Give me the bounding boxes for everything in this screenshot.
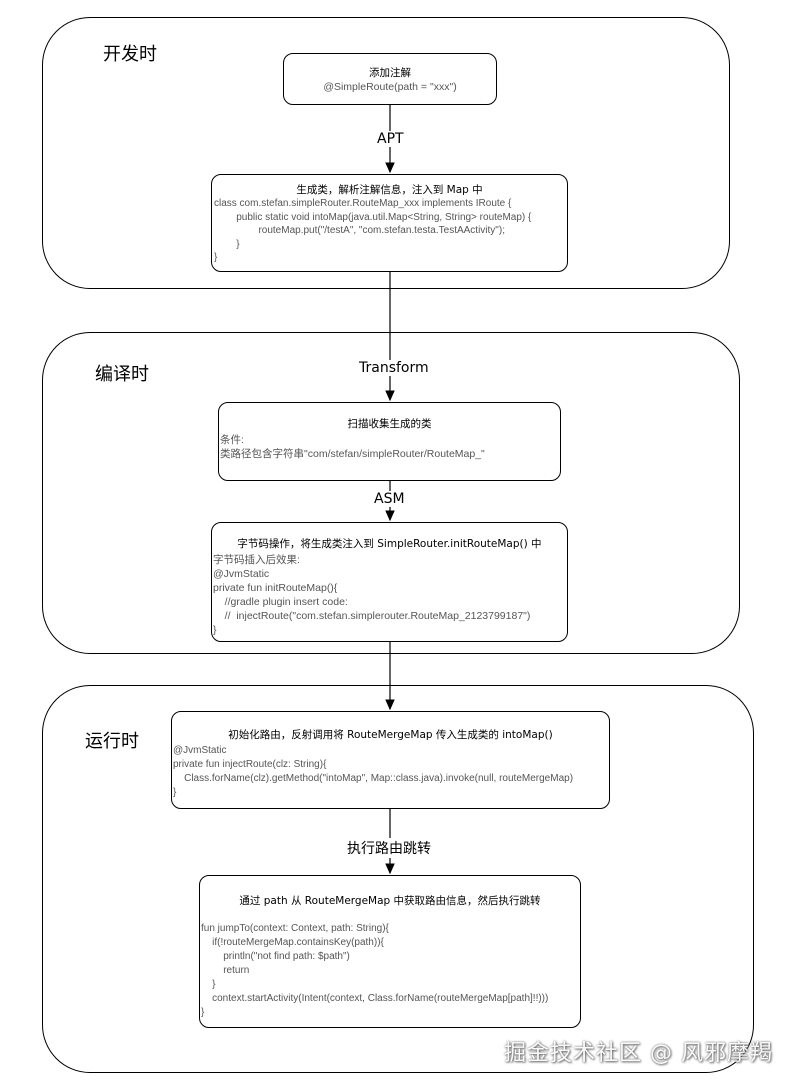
- label-jump: 执行路由跳转: [345, 838, 433, 858]
- box-init-route: 初始化路由，反射调用将 RouteMergeMap 传入生成类的 intoMap…: [171, 711, 610, 809]
- label-transform: Transform: [357, 360, 431, 376]
- box-add-annotation-body: @SimpleRoute(path = "xxx"): [323, 81, 457, 93]
- box-add-annotation-title: 添加注解: [369, 67, 411, 79]
- label-apt: APT: [375, 131, 406, 147]
- box-bytecode-inject: 字节码操作，将生成类注入到 SimpleRouter.initRouteMap(…: [211, 522, 568, 642]
- box-scan-classes-title: 扫描收集生成的类: [347, 418, 432, 430]
- box-scan-classes-body: 条件: 类路径包含字符串"com/stefan/simpleRouter/Rou…: [220, 434, 485, 460]
- box-add-annotation: 添加注解 @SimpleRoute(path = "xxx"): [283, 53, 497, 105]
- box-init-route-title: 初始化路由，反射调用将 RouteMergeMap 传入生成类的 intoMap…: [228, 729, 553, 741]
- box-generate-class: 生成类，解析注解信息，注入到 Map 中 class com.stefan.si…: [211, 174, 568, 272]
- box-scan-classes: 扫描收集生成的类 条件: 类路径包含字符串"com/stefan/simpleR…: [218, 402, 561, 481]
- phase-dev-title: 开发时: [103, 44, 157, 65]
- box-generate-class-body: class com.stefan.simpleRouter.RouteMap_x…: [214, 198, 532, 263]
- box-jump-body: fun jumpTo(context: Context, path: Strin…: [201, 923, 549, 1018]
- box-generate-class-title: 生成类，解析注解信息，注入到 Map 中: [296, 184, 483, 196]
- watermark: 掘金技术社区 @ 风邪摩羯: [504, 1041, 773, 1066]
- box-bytecode-inject-body: 字节码插入后效果: @JvmStatic private fun initRou…: [213, 554, 531, 636]
- phase-runtime-title: 运行时: [85, 731, 139, 752]
- box-init-route-body: @JvmStatic private fun injectRoute(clz: …: [173, 745, 574, 798]
- box-jump-title: 通过 path 从 RouteMergeMap 中获取路由信息，然后执行跳转: [239, 895, 541, 907]
- label-asm: ASM: [372, 491, 407, 507]
- box-bytecode-inject-title: 字节码操作，将生成类注入到 SimpleRouter.initRouteMap(…: [237, 538, 542, 550]
- box-jump: 通过 path 从 RouteMergeMap 中获取路由信息，然后执行跳转 f…: [199, 875, 581, 1028]
- phase-compile-title: 编译时: [95, 364, 149, 385]
